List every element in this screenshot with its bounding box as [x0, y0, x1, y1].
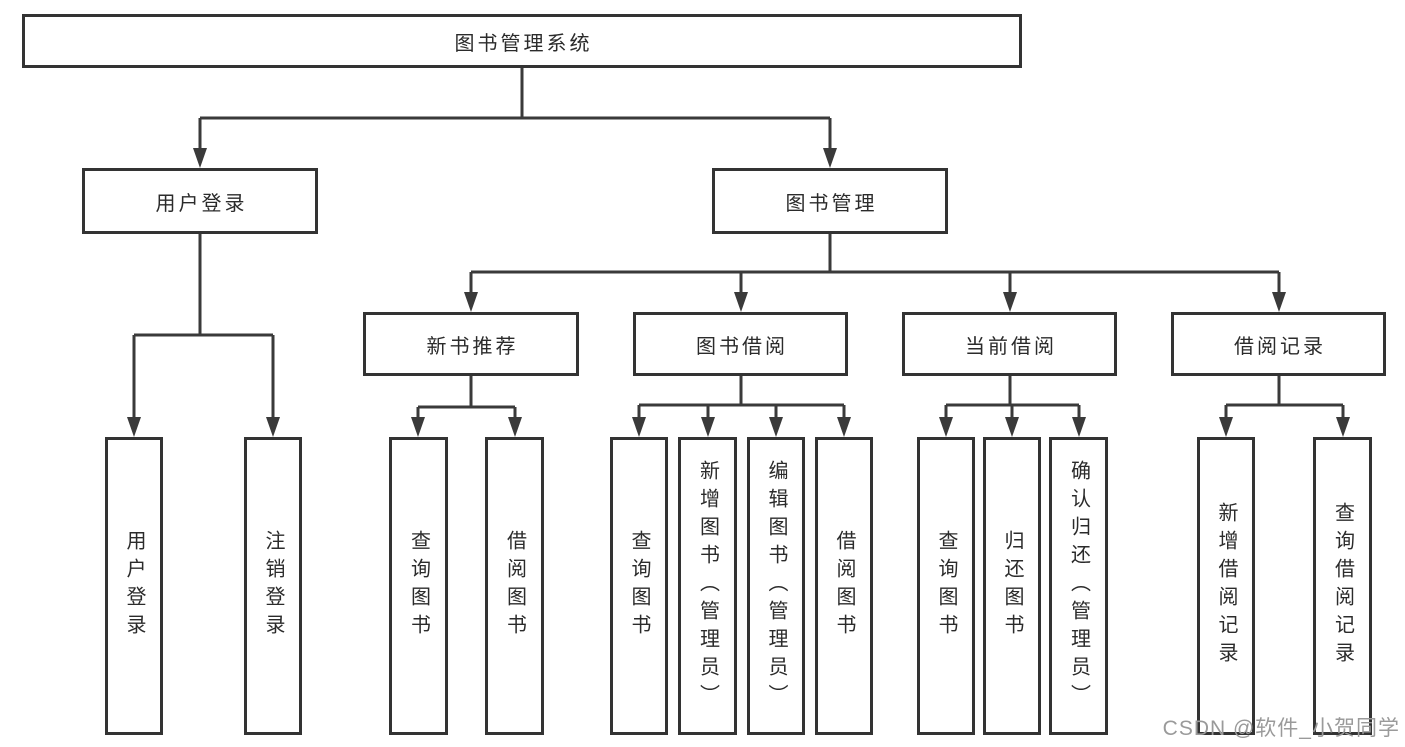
connector-new-book-rec-children [411, 375, 522, 437]
node-leaf-edit-book: 编辑图书（管理员） [747, 437, 805, 735]
node-book-mgmt: 图书管理 [712, 168, 948, 234]
node-leaf-return-book-label: 归还图书 [1001, 530, 1023, 642]
connector-book-mgmt-children [464, 234, 1286, 312]
node-leaf-borrow-book-2-label: 借阅图书 [833, 530, 855, 642]
connector-current-borrow-children [939, 375, 1086, 437]
node-leaf-return-book: 归还图书 [983, 437, 1041, 735]
node-leaf-add-book-label: 新增图书（管理员） [696, 460, 719, 712]
node-leaf-query-borrow-record: 查询借阅记录 [1313, 437, 1372, 735]
node-root-label: 图书管理系统 [454, 32, 593, 55]
connector-root-to-level2 [193, 68, 837, 168]
node-leaf-query-book-3-label: 查询图书 [935, 530, 957, 642]
node-book-mgmt-label: 图书管理 [785, 192, 878, 215]
node-user-login-label: 用户登录 [155, 192, 248, 215]
node-leaf-logout-label: 注销登录 [262, 530, 284, 642]
node-leaf-query-book-2: 查询图书 [610, 437, 668, 735]
node-user-login: 用户登录 [82, 168, 318, 234]
node-leaf-logout: 注销登录 [244, 437, 302, 735]
connector-book-borrow-children [632, 375, 851, 437]
node-leaf-borrow-book-1: 借阅图书 [485, 437, 544, 735]
node-leaf-confirm-return: 确认归还（管理员） [1049, 437, 1108, 735]
node-root: 图书管理系统 [22, 14, 1022, 68]
node-book-borrow: 图书借阅 [633, 312, 848, 376]
node-current-borrow-label: 当前借阅 [965, 335, 1057, 358]
connector-user-login-children [127, 234, 280, 437]
node-leaf-add-borrow-record: 新增借阅记录 [1197, 437, 1255, 735]
node-leaf-borrow-book-2: 借阅图书 [815, 437, 873, 735]
node-leaf-user-login: 用户登录 [105, 437, 163, 735]
node-borrow-records-label: 借阅记录 [1234, 335, 1326, 358]
connector-borrow-records-children [1219, 375, 1350, 437]
node-leaf-borrow-book-1-label: 借阅图书 [503, 530, 526, 642]
node-book-borrow-label: 图书借阅 [696, 335, 788, 358]
node-leaf-query-book-1-label: 查询图书 [407, 530, 430, 642]
node-leaf-confirm-return-label: 确认归还（管理员） [1067, 460, 1090, 712]
node-leaf-user-login-label: 用户登录 [123, 530, 145, 642]
node-leaf-edit-book-label: 编辑图书（管理员） [765, 460, 787, 712]
node-new-book-rec: 新书推荐 [363, 312, 579, 376]
node-leaf-query-borrow-record-label: 查询借阅记录 [1331, 502, 1354, 670]
node-borrow-records: 借阅记录 [1171, 312, 1386, 376]
node-leaf-query-book-3: 查询图书 [917, 437, 975, 735]
node-leaf-query-book-1: 查询图书 [389, 437, 448, 735]
csdn-watermark: CSDN @软件_小贺同学 [1162, 717, 1400, 740]
node-leaf-query-book-2-label: 查询图书 [628, 530, 650, 642]
node-leaf-add-borrow-record-label: 新增借阅记录 [1215, 502, 1237, 670]
node-current-borrow: 当前借阅 [902, 312, 1117, 376]
node-new-book-rec-label: 新书推荐 [426, 335, 519, 358]
node-leaf-add-book: 新增图书（管理员） [678, 437, 737, 735]
